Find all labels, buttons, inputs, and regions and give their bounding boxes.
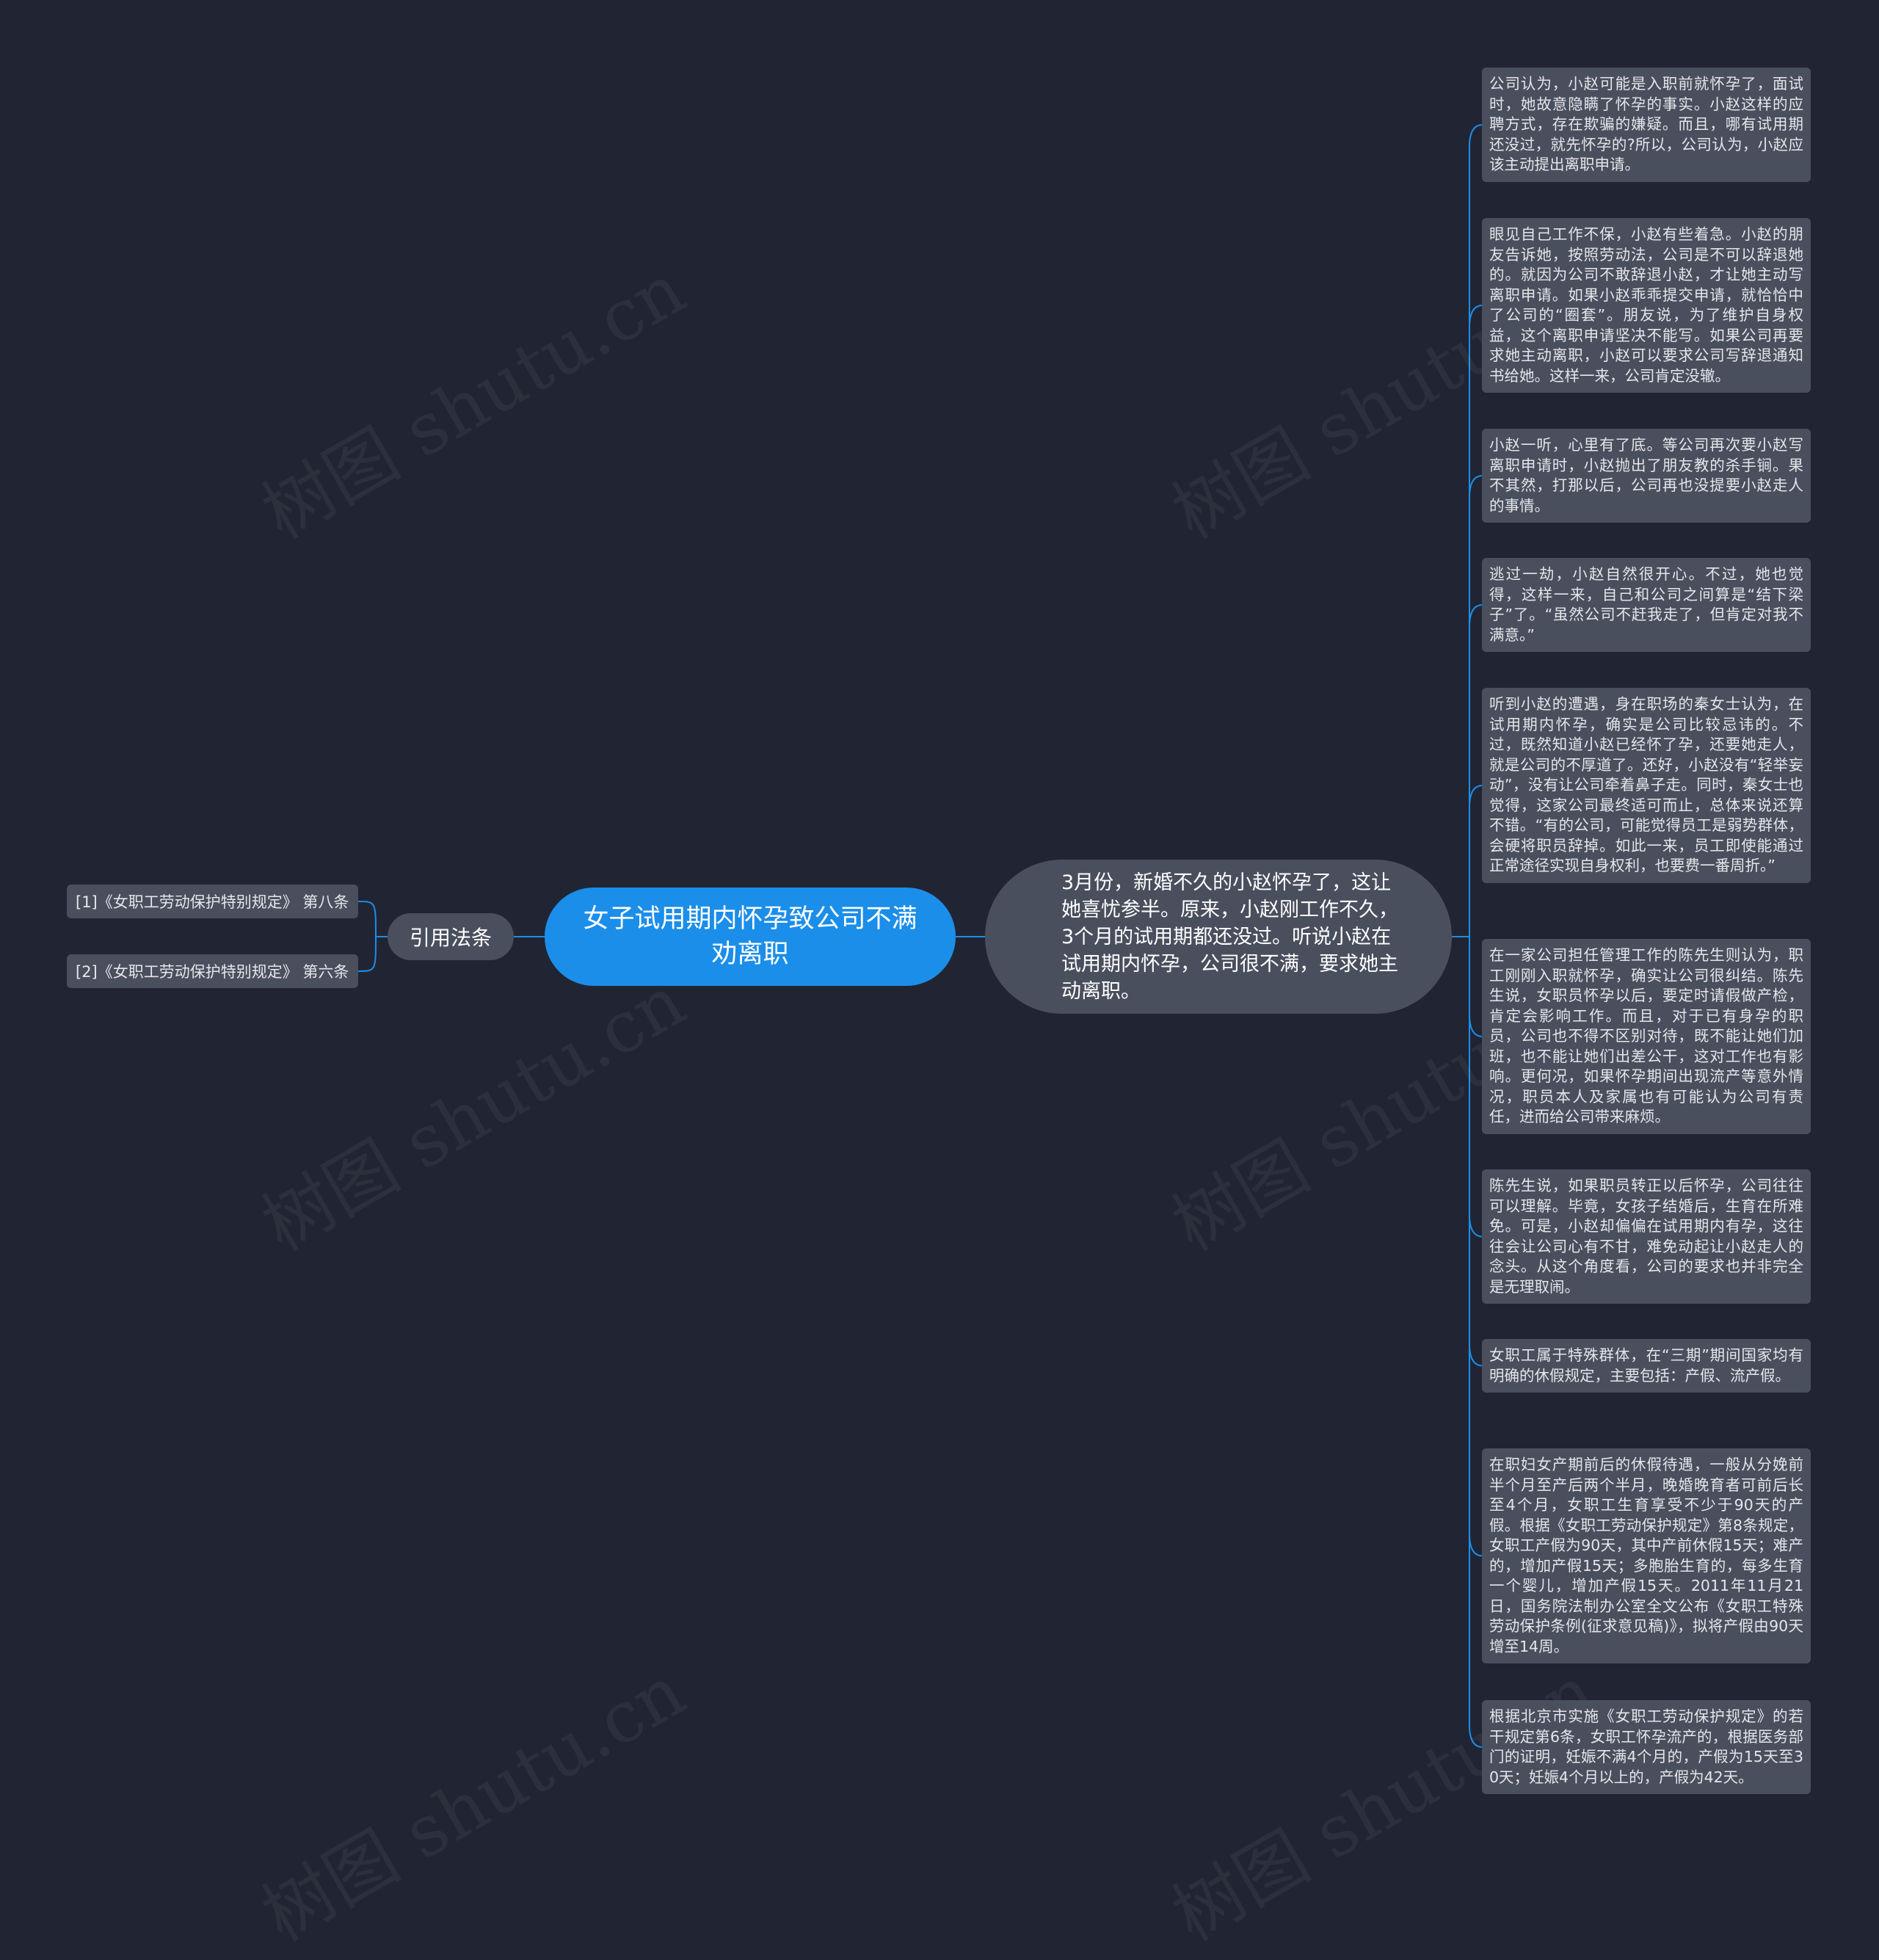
story-branch-label: 3月份，新婚不久的小赵怀孕了，这让她喜忧参半。原来，小赵刚工作不久，3个月的试用… — [1061, 871, 1398, 1003]
note-connector — [1469, 785, 1483, 937]
detail-note[interactable]: 女职工属于特殊群体，在“三期”期间国家均有明确的休假规定，主要包括：产假、流产假… — [1482, 1339, 1811, 1393]
note-connector — [1469, 937, 1483, 1037]
detail-note[interactable]: 眼见自己工作不保，小赵有些着急。小赵的朋友告诉她，按照劳动法，公司是不可以辞退她… — [1482, 218, 1811, 393]
citations-branch[interactable]: 引用法条 — [388, 913, 514, 960]
detail-note[interactable]: 逃过一劫，小赵自然很开心。不过，她也觉得，这样一来，自己和公司之间算是“结下梁子… — [1482, 558, 1811, 652]
citation-connector — [357, 936, 377, 972]
story-branch[interactable]: 3月份，新婚不久的小赵怀孕了，这让她喜忧参半。原来，小赵刚工作不久，3个月的试用… — [985, 860, 1452, 1014]
detail-note[interactable]: 听到小赵的遭遇，身在职场的秦女士认为，在试用期内怀孕，确实是公司比较忌讳的。不过… — [1482, 688, 1811, 883]
note-connector — [1469, 937, 1483, 1367]
note-connector — [1469, 305, 1483, 937]
citation-item[interactable]: [2]《女职工劳动保护特别规定》 第六条 — [67, 954, 358, 988]
detail-note[interactable]: 根据北京市实施《女职工劳动保护规定》的若干规定第6条，女职工怀孕流产的，根据医务… — [1482, 1700, 1811, 1794]
detail-note[interactable]: 公司认为，小赵可能是入职前就怀孕了，面试时，她故意隐瞒了怀孕的事实。小赵这样的应… — [1482, 68, 1811, 182]
note-connector — [1469, 937, 1483, 1748]
note-connector — [1469, 124, 1483, 937]
mind-map-canvas: 树图 shutu.cn 树图 shutu.cn 树图 shutu.cn 树图 s… — [67, 68, 1811, 1957]
citation-item[interactable]: [1]《女职工劳动保护特别规定》 第八条 — [67, 885, 358, 918]
root-topic-label: 女子试用期内怀孕致公司不满劝离职 — [583, 904, 917, 969]
note-connector — [1469, 475, 1483, 937]
detail-note[interactable]: 陈先生说，如果职员转正以后怀孕，公司往往可以理解。毕竟，女孩子结婚后，生育在所难… — [1482, 1169, 1811, 1304]
note-connector — [1469, 937, 1483, 1238]
detail-note[interactable]: 在一家公司担任管理工作的陈先生则认为，职工刚刚入职就怀孕，确实让公司很纠结。陈先… — [1482, 939, 1811, 1134]
citations-branch-label: 引用法条 — [409, 926, 492, 950]
citation-connector — [357, 901, 377, 937]
root-topic[interactable]: 女子试用期内怀孕致公司不满劝离职 — [545, 888, 956, 986]
detail-note[interactable]: 小赵一听，心里有了底。等公司再次要小赵写离职申请时，小赵抛出了朋友教的杀手锏。果… — [1482, 429, 1811, 523]
detail-note[interactable]: 在职妇女产期前后的休假待遇，一般从分娩前半个月至产后两个半月，晚婚晚育者可前后长… — [1482, 1448, 1811, 1663]
note-connector — [1469, 604, 1483, 937]
